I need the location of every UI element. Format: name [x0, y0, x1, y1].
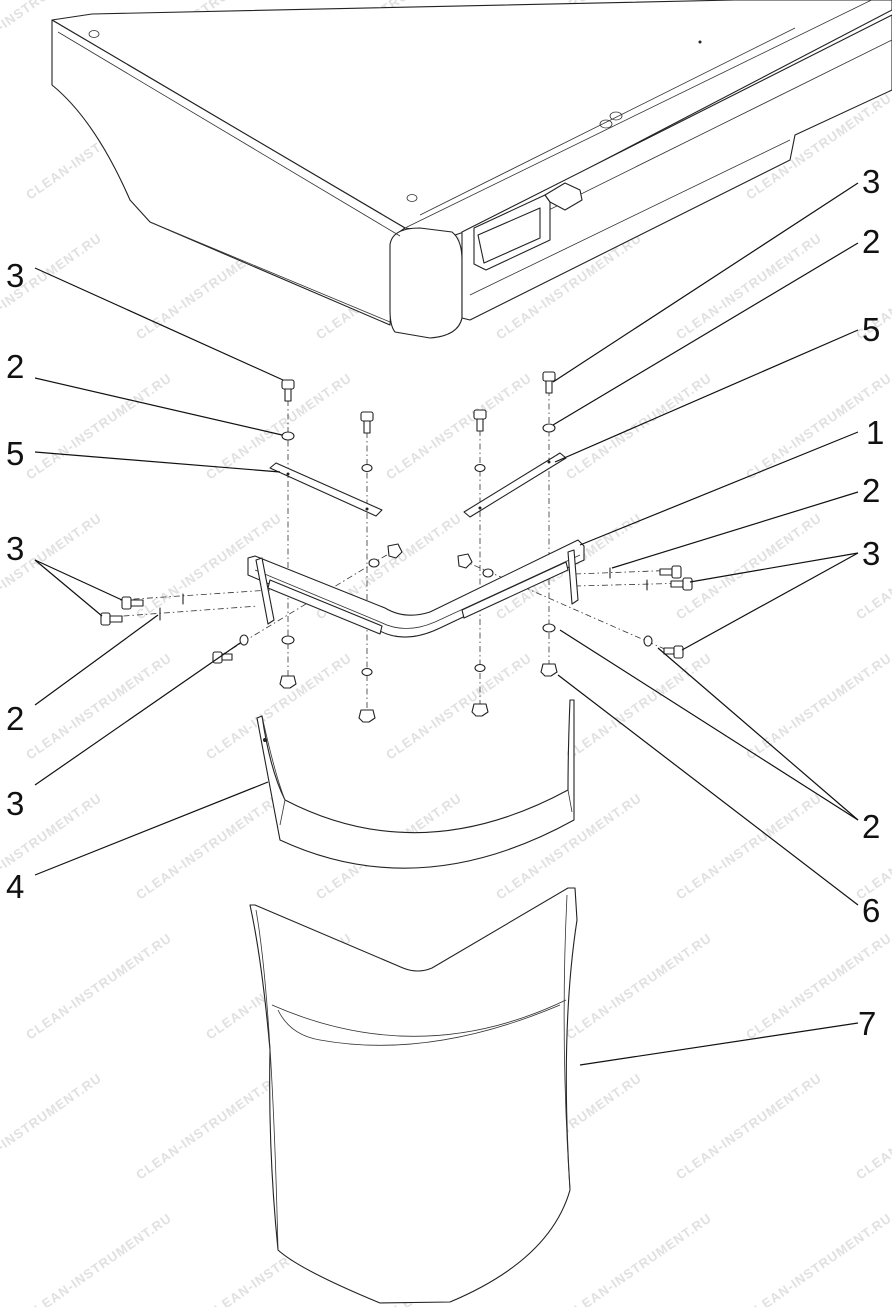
- callout-labels: 3 2 5 3 2 3 4 3 2 5 1 2 3 2 6 7: [6, 163, 884, 1042]
- bolt-icon: [212, 651, 233, 664]
- watermark-text: CLEAN-INSTRUMENT.RU: [0, 1070, 104, 1182]
- callout-5-right: 5: [862, 311, 880, 348]
- watermark-text: CLEAN-INSTRUMENT.RU: [383, 650, 534, 762]
- watermark-text: CLEAN-INSTRUMENT.RU: [133, 1070, 284, 1182]
- watermark-text: CLEAN-INSTRUMENT.RU: [673, 510, 824, 622]
- lower-cover-part-7: [249, 887, 578, 1304]
- callout-2-right: 2: [862, 472, 880, 509]
- watermark-text: CLEAN-INSTRUMENT.RU: [563, 370, 714, 482]
- callout-3-left-pair: 3: [6, 530, 24, 567]
- watermark-text: CLEAN-INSTRUMENT.RU: [133, 790, 284, 902]
- corner-bracket: [247, 539, 585, 638]
- watermark-text: CLEAN-INSTRUMENT.RU: [673, 1070, 824, 1182]
- callout-3-lower-left: 3: [6, 785, 24, 822]
- nuts: [279, 543, 558, 723]
- watermark-text: CLEAN-INSTRUMENT.RU: [673, 790, 824, 902]
- watermark-text: CLEAN-INSTRUMENT.RU: [743, 1210, 892, 1307]
- bolt-icon: [281, 379, 295, 402]
- bolt-icon: [360, 411, 374, 434]
- table-corner-frame: [51, 0, 892, 339]
- watermark-text: CLEAN-INSTRUMENT.RU: [23, 370, 174, 482]
- callout-6: 6: [862, 892, 880, 929]
- bolt-icon: [473, 409, 487, 432]
- lower-cover-part-4: [256, 699, 575, 869]
- assembly-axes: [109, 390, 691, 712]
- bolt-icon: [659, 565, 682, 579]
- watermark-text: CLEAN-INSTRUMENT.RU: [563, 650, 714, 762]
- watermark-text: CLEAN-INSTRUMENT.RU: [23, 930, 174, 1042]
- watermark-text: CLEAN-INSTRUMENT.RU: [23, 650, 174, 762]
- callout-2-lower-left: 2: [6, 700, 24, 737]
- callout-5-left: 5: [6, 435, 24, 472]
- watermark-text: CLEAN-INSTRUMENT.RU: [563, 1210, 714, 1307]
- callout-4: 4: [6, 868, 24, 905]
- bolt-icon: [663, 645, 684, 659]
- bolt-icon: [121, 596, 144, 610]
- callout-2-lower-right: 2: [862, 808, 880, 845]
- callout-2-top-right: 2: [862, 223, 880, 260]
- watermark-text: CLEAN-INSTRUMENT.RU: [23, 1210, 174, 1307]
- callout-7: 7: [858, 1005, 876, 1042]
- watermark-text: CLEAN-INSTRUMENT.RU: [563, 930, 714, 1042]
- callout-1: 1: [866, 414, 884, 451]
- watermark-text: CLEAN-INSTRUMENT.RU: [203, 650, 354, 762]
- bolt-icon: [100, 612, 123, 626]
- callout-3-top-left: 3: [6, 257, 24, 294]
- bolt-icon: [542, 371, 556, 394]
- watermark-text: CLEAN-INSTRUMENT.RU: [853, 1070, 892, 1182]
- watermark-text: CLEAN-INSTRUMENT.RU: [743, 650, 892, 762]
- bolt-icon: [670, 577, 693, 591]
- mounting-strips: [269, 452, 567, 518]
- watermark-text: CLEAN-INSTRUMENT.RU: [673, 230, 824, 342]
- callout-3-top-right: 3: [862, 163, 880, 200]
- watermark-text: CLEAN-INSTRUMENT.RU: [383, 370, 534, 482]
- callout-3-right-pair: 3: [862, 535, 880, 572]
- washers: [159, 423, 653, 677]
- leader-lines: [34, 182, 859, 1066]
- callout-2-left: 2: [6, 348, 24, 385]
